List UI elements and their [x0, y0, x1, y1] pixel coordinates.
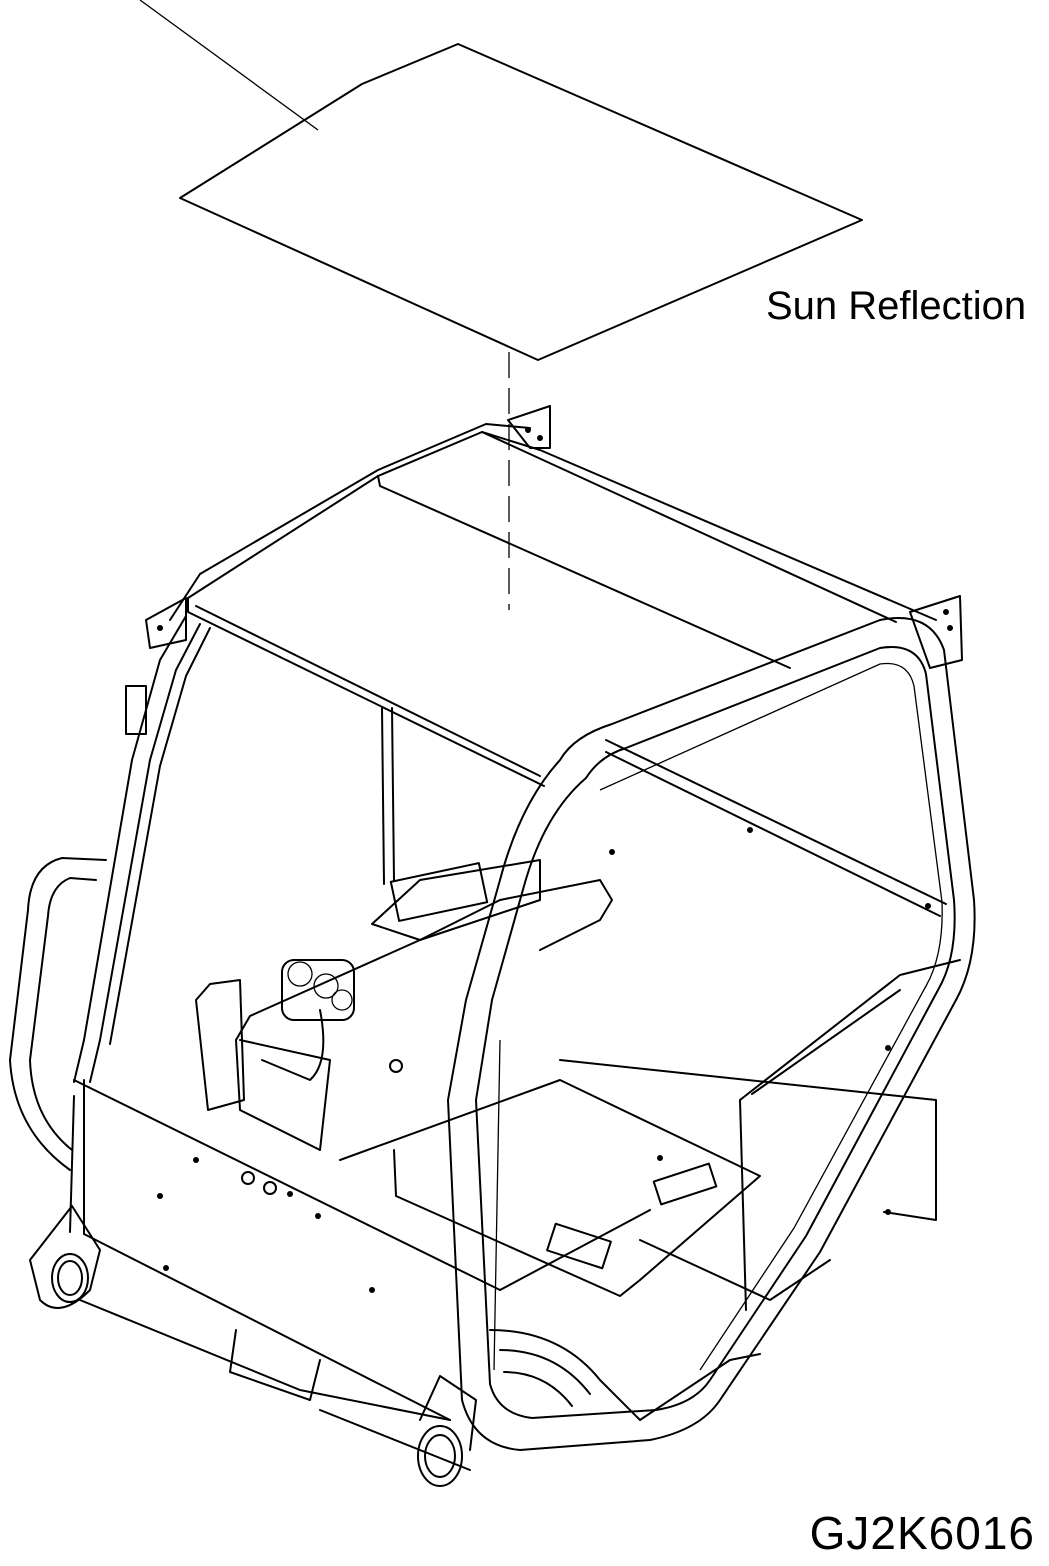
drawing-number: GJ2K6016: [809, 1507, 1035, 1559]
cab-roof: [169, 423, 937, 787]
control-console: [195, 859, 613, 1151]
step-plate: [489, 1329, 761, 1421]
left-grab-handle: [9, 857, 107, 1171]
roof-brackets: [145, 405, 963, 669]
cab-right-hoop: [447, 617, 976, 1451]
pivot-mounts: [29, 1205, 477, 1487]
cab-left-frame: [69, 615, 651, 1421]
cab-floor: [339, 1059, 937, 1301]
front-panel-holes: [157, 827, 931, 1293]
rear-frame: [381, 707, 947, 917]
callout-label-sun-reflection: Sun Reflection: [766, 284, 1027, 328]
sun-reflection-sheet: [139, 0, 863, 610]
